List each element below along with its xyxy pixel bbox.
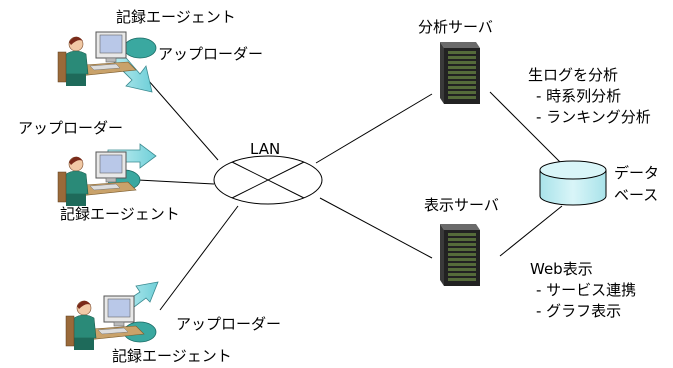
client3-uploader-label: アップローダー bbox=[176, 315, 282, 333]
analysis-server-icon bbox=[440, 42, 480, 104]
client-1 bbox=[57, 31, 157, 93]
lan-hub bbox=[213, 155, 323, 205]
link-client1-lan bbox=[147, 79, 219, 161]
link-lan-display-server bbox=[319, 197, 433, 259]
client3-agent-label: 記録エージェント bbox=[112, 347, 232, 365]
client1-uploader-label: アップローダー bbox=[158, 45, 264, 63]
analysis-item-timeseries: - 時系列分析 bbox=[536, 87, 622, 105]
connection-lines bbox=[137, 79, 563, 311]
link-analysis-server-db bbox=[489, 91, 563, 165]
analysis-server-title: 分析サーバ bbox=[418, 18, 493, 36]
database-label-line1: データ bbox=[614, 164, 660, 182]
link-lan-analysis-server bbox=[315, 93, 433, 164]
client2-agent-label: 記録エージェント bbox=[60, 205, 180, 223]
database-label-line2: ベース bbox=[614, 186, 659, 204]
client2-uploader-label: アップローダー bbox=[18, 119, 124, 137]
client1-agent-label: 記録エージェント bbox=[116, 8, 236, 26]
analysis-item-ranking: - ランキング分析 bbox=[536, 108, 651, 126]
client-3 bbox=[65, 281, 159, 351]
database-icon bbox=[539, 160, 607, 206]
link-client3-lan bbox=[159, 205, 239, 311]
display-item-graph: - グラフ表示 bbox=[536, 302, 622, 320]
display-item-service: - サービス連携 bbox=[536, 281, 637, 299]
lan-label: LAN bbox=[250, 140, 281, 158]
agent-disc-1 bbox=[123, 37, 157, 59]
display-server-title: 表示サーバ bbox=[424, 196, 499, 214]
link-display-server-db bbox=[499, 205, 563, 257]
link-client2-lan bbox=[137, 179, 215, 185]
display-server-icon bbox=[440, 224, 480, 286]
client-2 bbox=[57, 143, 157, 207]
analysis-description: 生ログを分析 bbox=[528, 66, 619, 84]
display-description: Web表示 bbox=[530, 260, 593, 278]
